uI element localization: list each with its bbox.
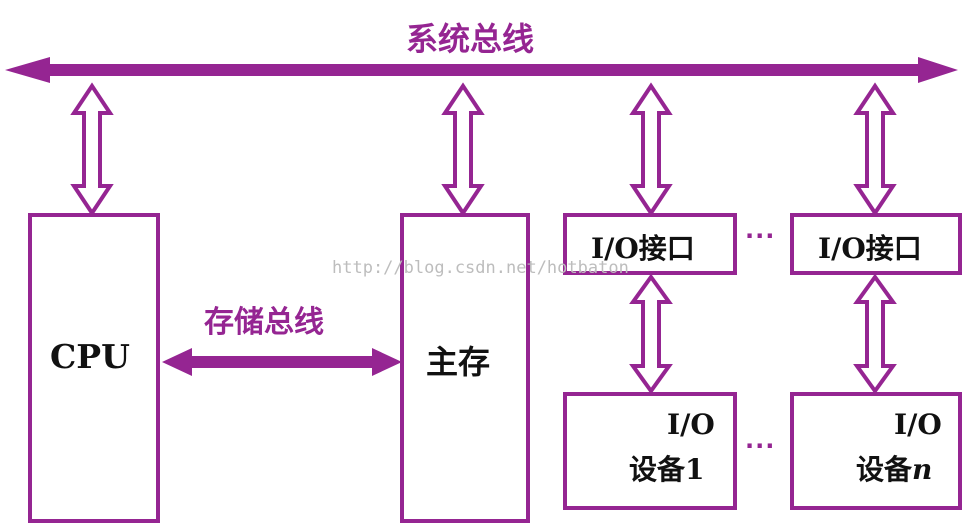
io-device-n-line1: I/O — [894, 408, 942, 441]
interfaces-ellipsis: ··· — [745, 222, 776, 250]
io-device-1-box: I/O 设备1 — [563, 392, 737, 510]
io-interface-1-bus-arrow — [629, 82, 673, 217]
io-device-n-box: I/O 设备n — [790, 392, 962, 510]
io-device-1-line1: I/O — [667, 408, 715, 441]
io-device-1-link-arrow — [629, 273, 673, 395]
io-device-1-line2: 设备1 — [629, 453, 705, 486]
io-interface-n-box: I/O接口 — [790, 213, 962, 275]
cpu-bus-arrow — [70, 82, 114, 217]
io-interface-n-bus-arrow — [853, 82, 897, 217]
watermark-text: http://blog.csdn.net/hotbaton — [332, 258, 629, 278]
cpu-label: CPU — [50, 337, 130, 376]
cpu-box: CPU — [28, 213, 160, 523]
io-device-n-link-arrow — [853, 273, 897, 395]
io-device-n-line2: 设备n — [856, 448, 932, 488]
system-bus-label: 系统总线 — [406, 20, 535, 58]
io-device-n-index: n — [912, 453, 933, 486]
main-memory-label: 主存 — [426, 343, 491, 381]
io-interface-n-label: I/O接口 — [818, 232, 922, 265]
io-device-n-prefix: 设备 — [856, 453, 913, 486]
devices-ellipsis: ··· — [745, 432, 776, 460]
system-bus-arrow — [5, 57, 958, 83]
memory-bus-arrow — [162, 348, 402, 376]
memory-bus-label: 存储总线 — [204, 305, 324, 340]
memory-bus-link-arrow — [441, 82, 485, 217]
io-interface-1-label: I/O接口 — [591, 232, 695, 265]
io-interface-1-box: I/O接口 — [563, 213, 737, 275]
